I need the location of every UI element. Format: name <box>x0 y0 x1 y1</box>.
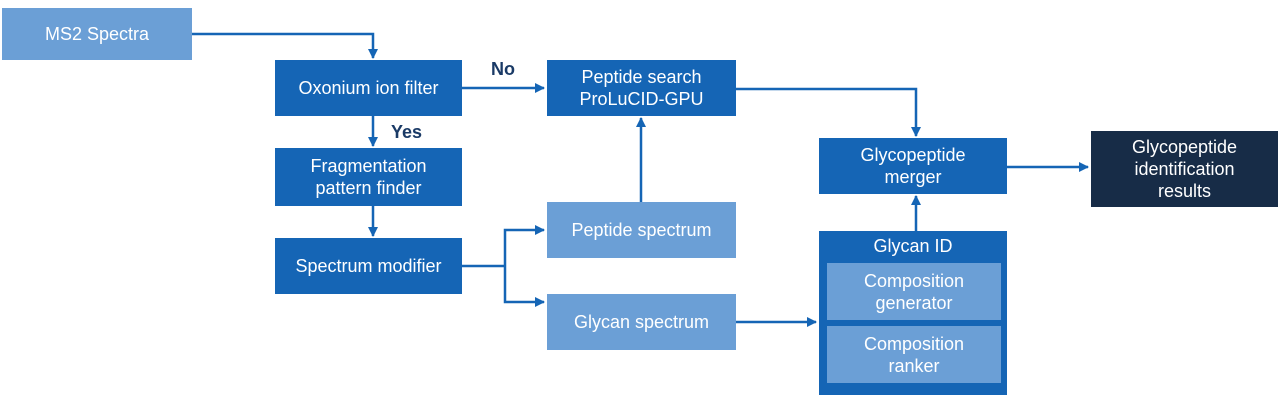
node-peptide-spectrum-label: Peptide spectrum <box>571 220 712 240</box>
node-glycan-spectrum: Glycan spectrum <box>547 294 736 350</box>
edge-label-yes: Yes <box>391 122 423 142</box>
node-ms2-spectra-label: MS2 Spectra <box>44 24 150 44</box>
node-spectrum-modifier-label: Spectrum modifier <box>295 256 442 276</box>
node-peptide-spectrum: Peptide spectrum <box>547 202 736 258</box>
node-peptide-search: Peptide search ProLuCID-GPU <box>547 60 736 116</box>
node-identification-results: Glycopeptide identification results <box>1091 131 1278 207</box>
node-peptide-search-label: Peptide search ProLuCID-GPU <box>579 67 704 109</box>
node-oxonium-ion-filter: Oxonium ion filter <box>275 60 462 116</box>
edge-modifier-to-peptide-spectrum <box>503 225 545 266</box>
glycan-id-title: Glycan ID <box>873 236 953 256</box>
edge-modifier-to-glycan-spectrum <box>503 266 545 307</box>
edge-ms2-to-oxonium <box>192 32 378 59</box>
node-spectrum-modifier: Spectrum modifier <box>275 238 462 294</box>
node-composition-ranker-label: Composition ranker <box>863 333 965 376</box>
node-ms2-spectra: MS2 Spectra <box>2 8 192 60</box>
node-identification-results-label: Glycopeptide identification results <box>1131 137 1238 201</box>
node-composition-generator-label: Composition generator <box>863 270 965 313</box>
node-fragmentation-pattern-finder: Fragmentation pattern finder <box>275 148 462 206</box>
node-fragmentation-pattern-finder-label: Fragmentation pattern finder <box>310 156 427 198</box>
node-composition-ranker: Composition ranker <box>827 326 1001 383</box>
node-glycopeptide-merger-label: Glycopeptide merger <box>860 145 966 187</box>
edge-peptide-search-to-merger <box>736 87 921 137</box>
node-composition-generator: Composition generator <box>827 263 1001 320</box>
edge-label-no: No <box>491 59 515 79</box>
node-glycan-spectrum-label: Glycan spectrum <box>573 312 710 332</box>
node-oxonium-ion-filter-label: Oxonium ion filter <box>298 78 439 98</box>
node-glycopeptide-merger: Glycopeptide merger <box>819 138 1007 194</box>
